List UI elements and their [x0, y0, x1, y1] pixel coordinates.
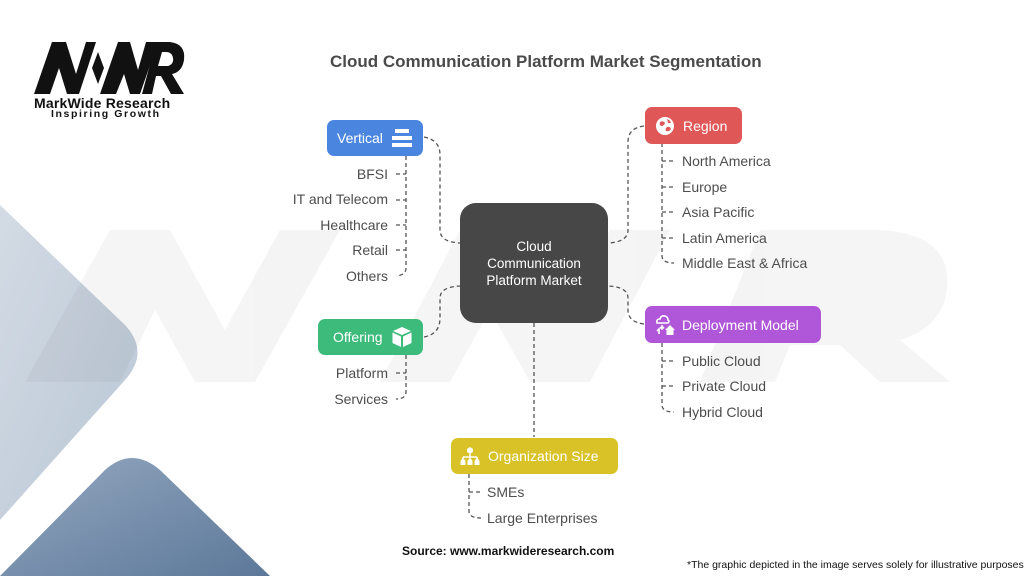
deployment-item: Private Cloud	[682, 378, 767, 394]
deployment-item: Hybrid Cloud	[682, 404, 763, 420]
vertical-item: IT and Telecom	[292, 191, 388, 207]
connector-vertical	[423, 136, 461, 244]
connector-deployment	[607, 285, 645, 325]
connector-offering-items	[395, 355, 407, 400]
page-title: Cloud Communication Platform Market Segm…	[330, 52, 762, 71]
segment-region: Region	[645, 107, 742, 144]
organization-item: Large Enterprises	[487, 510, 598, 526]
bg-shape-light	[0, 205, 138, 520]
vertical-item: Healthcare	[320, 217, 388, 233]
region-item: Latin America	[682, 230, 767, 246]
offering-item: Platform	[335, 365, 388, 381]
segment-deployment-model: Deployment Model	[645, 306, 821, 343]
deployment-item: Public Cloud	[682, 353, 761, 369]
segment-vertical: Vertical	[327, 120, 423, 156]
region-item: Middle East & Africa	[682, 255, 808, 271]
vertical-item: BFSI	[356, 166, 388, 182]
org-chart-icon	[460, 446, 480, 466]
center-node-label: Cloud Communication Platform Market	[486, 238, 582, 288]
organization-item: SMEs	[487, 484, 525, 500]
connector-region	[607, 125, 645, 244]
globe-icon	[655, 116, 675, 136]
region-item: Europe	[682, 179, 728, 195]
segment-region-label: Region	[683, 117, 728, 134]
segment-organization-size: Organization Size	[451, 438, 618, 474]
region-item: Asia Pacific	[682, 204, 755, 220]
offering-item: Services	[334, 391, 388, 407]
region-item: North America	[682, 153, 771, 169]
logo-tagline: Inspiring Growth	[51, 108, 161, 120]
box-icon	[391, 326, 413, 348]
segment-deployment-model-label: Deployment Model	[682, 316, 799, 333]
list-icon	[391, 128, 413, 148]
connector-vertical-items	[395, 156, 407, 277]
source-text: Source: www.markwideresearch.com	[402, 544, 615, 558]
vertical-item: Others	[345, 268, 388, 284]
vertical-item: Retail	[352, 242, 388, 258]
connector-offering	[423, 285, 461, 338]
segment-offering: Offering	[318, 319, 423, 355]
connector-deployment-items	[661, 343, 675, 413]
connector-region-items	[661, 143, 675, 264]
logo-name: MarkWide Research	[34, 95, 171, 111]
segment-offering-label: Offering	[333, 329, 383, 345]
logo-mark	[34, 42, 185, 94]
segment-organization-size-label: Organization Size	[488, 448, 599, 464]
connector-organization-items	[468, 474, 482, 519]
cloud-home-icon	[654, 314, 676, 336]
center-node: Cloud Communication Platform Market	[460, 203, 608, 323]
segment-vertical-label: Vertical	[337, 130, 383, 146]
bg-shape-dark	[0, 458, 270, 576]
disclaimer-note: *The graphic depicted in the image serve…	[687, 559, 1024, 571]
